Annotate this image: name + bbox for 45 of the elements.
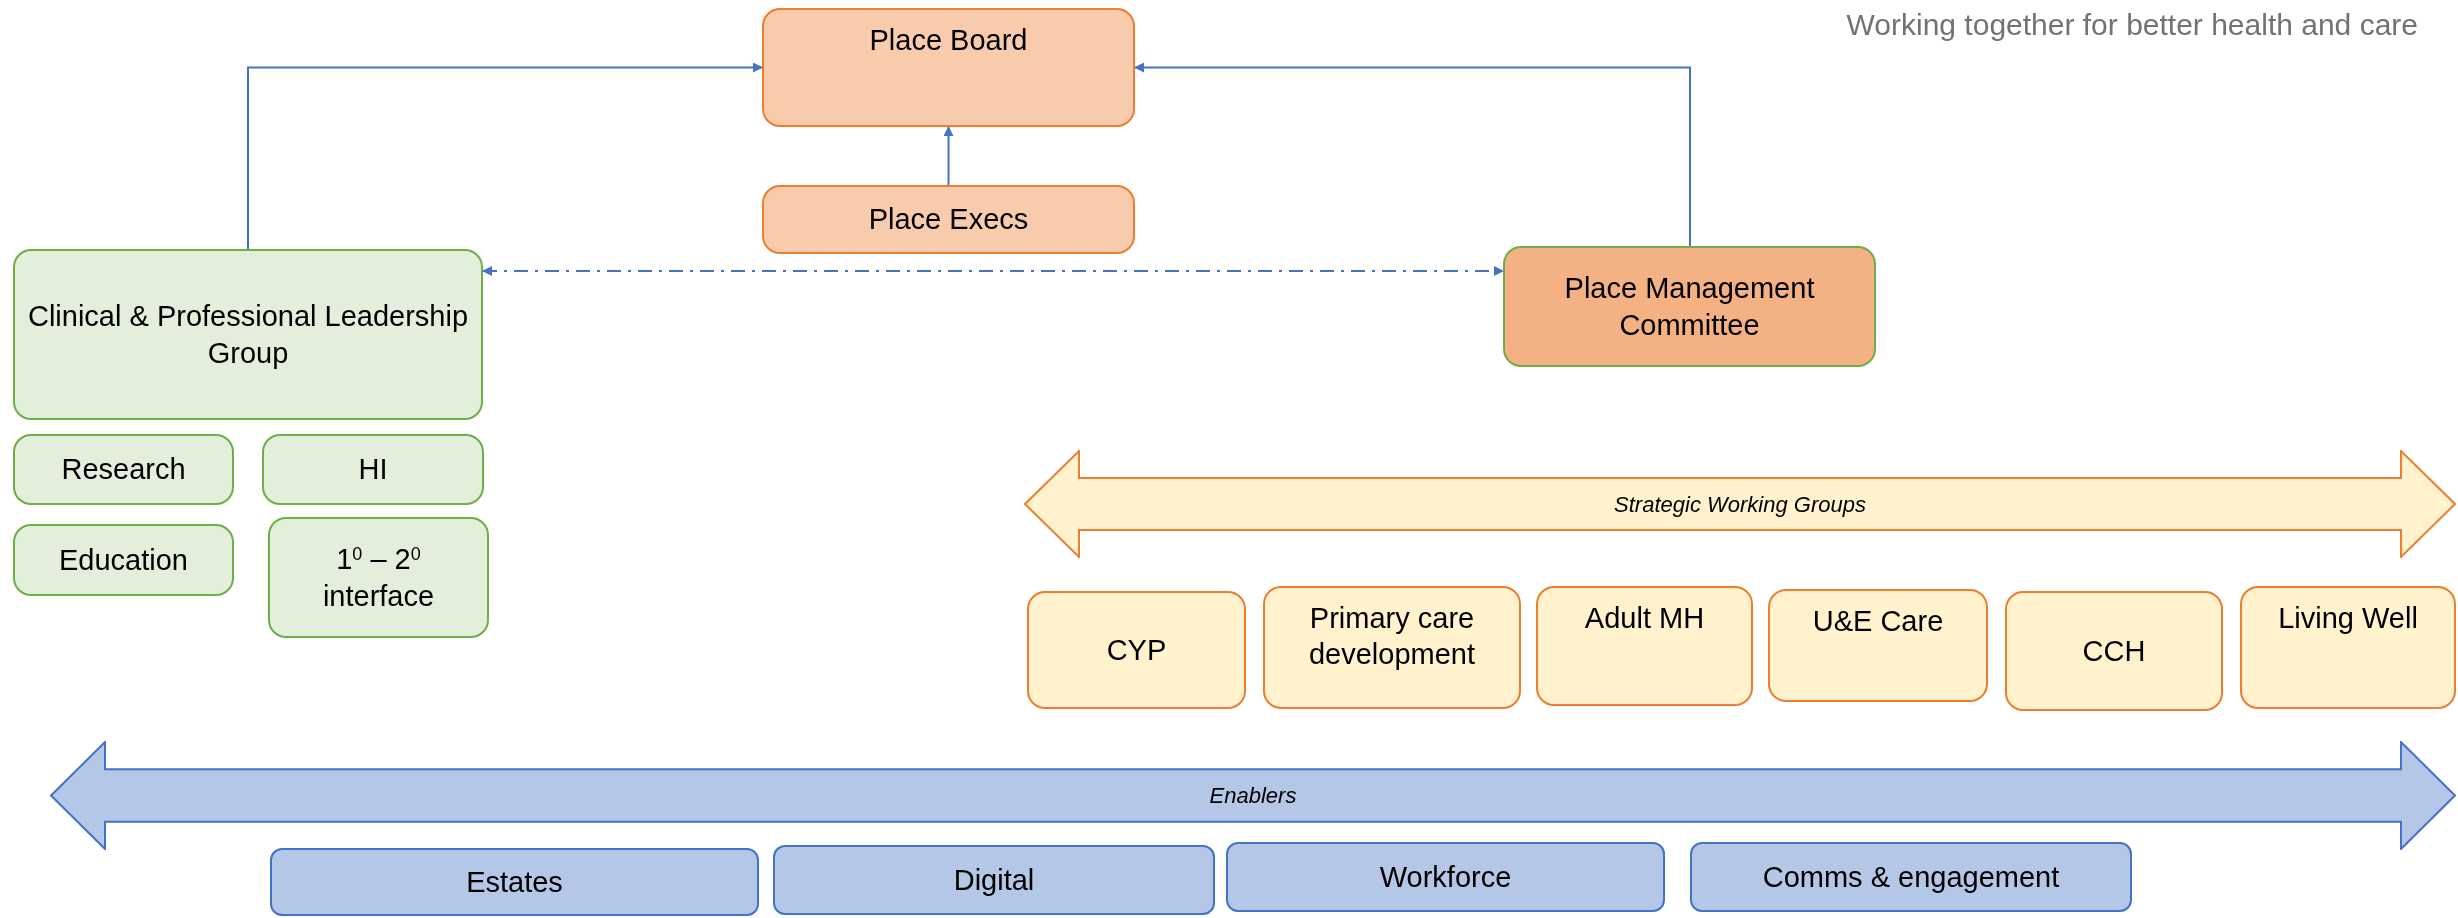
process-box	[268, 517, 489, 638]
box-label: Primary care development	[1307, 601, 1477, 673]
double-arrow-banner	[50, 741, 2456, 850]
process-box	[1536, 586, 1753, 706]
process-box	[2005, 591, 2223, 711]
dash-dot-arrow	[482, 266, 1504, 276]
box-label: Digital	[953, 862, 1035, 898]
tagline: Working together for better health and care	[1846, 7, 2418, 43]
box-label: Living Well	[2278, 601, 2418, 636]
double-arrow-banner	[1024, 450, 2456, 558]
box-label: Place Board	[869, 23, 1028, 58]
arrow	[247, 62, 763, 250]
banner-label: Enablers	[1209, 782, 1297, 810]
box-label: Research	[61, 452, 186, 488]
process-box	[773, 845, 1215, 915]
process-box	[13, 249, 483, 420]
box-label: Workforce	[1379, 859, 1512, 895]
box-label: Education	[59, 542, 188, 578]
arrow	[943, 126, 954, 186]
box-label: Clinical & Professional Leadership Group	[26, 299, 470, 371]
box-label: U&E Care	[1812, 604, 1944, 639]
box-label: HI	[358, 452, 388, 488]
process-box	[1503, 246, 1876, 367]
box-label: Comms & engagement	[1762, 859, 2060, 895]
box-label: Place Management Committee	[1563, 271, 1816, 343]
box-label: Adult MH	[1584, 601, 1705, 636]
process-box	[13, 524, 234, 596]
box-label: Estates	[466, 864, 563, 900]
box-label: CYP	[1106, 632, 1167, 668]
banner-label: Strategic Working Groups	[1614, 490, 1866, 519]
process-box	[762, 185, 1135, 254]
process-box	[1226, 842, 1665, 912]
process-box	[1768, 589, 1988, 702]
process-box	[1263, 586, 1521, 709]
arrow	[1134, 62, 1691, 247]
process-box	[2240, 586, 2456, 709]
process-box	[262, 434, 484, 505]
box-label: 1$^{0}$ – 2$^{0}$ interface	[321, 542, 436, 614]
process-box	[13, 434, 234, 505]
process-box	[1690, 842, 2132, 912]
process-box	[762, 8, 1135, 127]
process-box	[270, 848, 759, 916]
box-label: Place Execs	[868, 202, 1029, 238]
box-label: CCH	[2082, 633, 2146, 669]
process-box	[1027, 591, 1246, 709]
